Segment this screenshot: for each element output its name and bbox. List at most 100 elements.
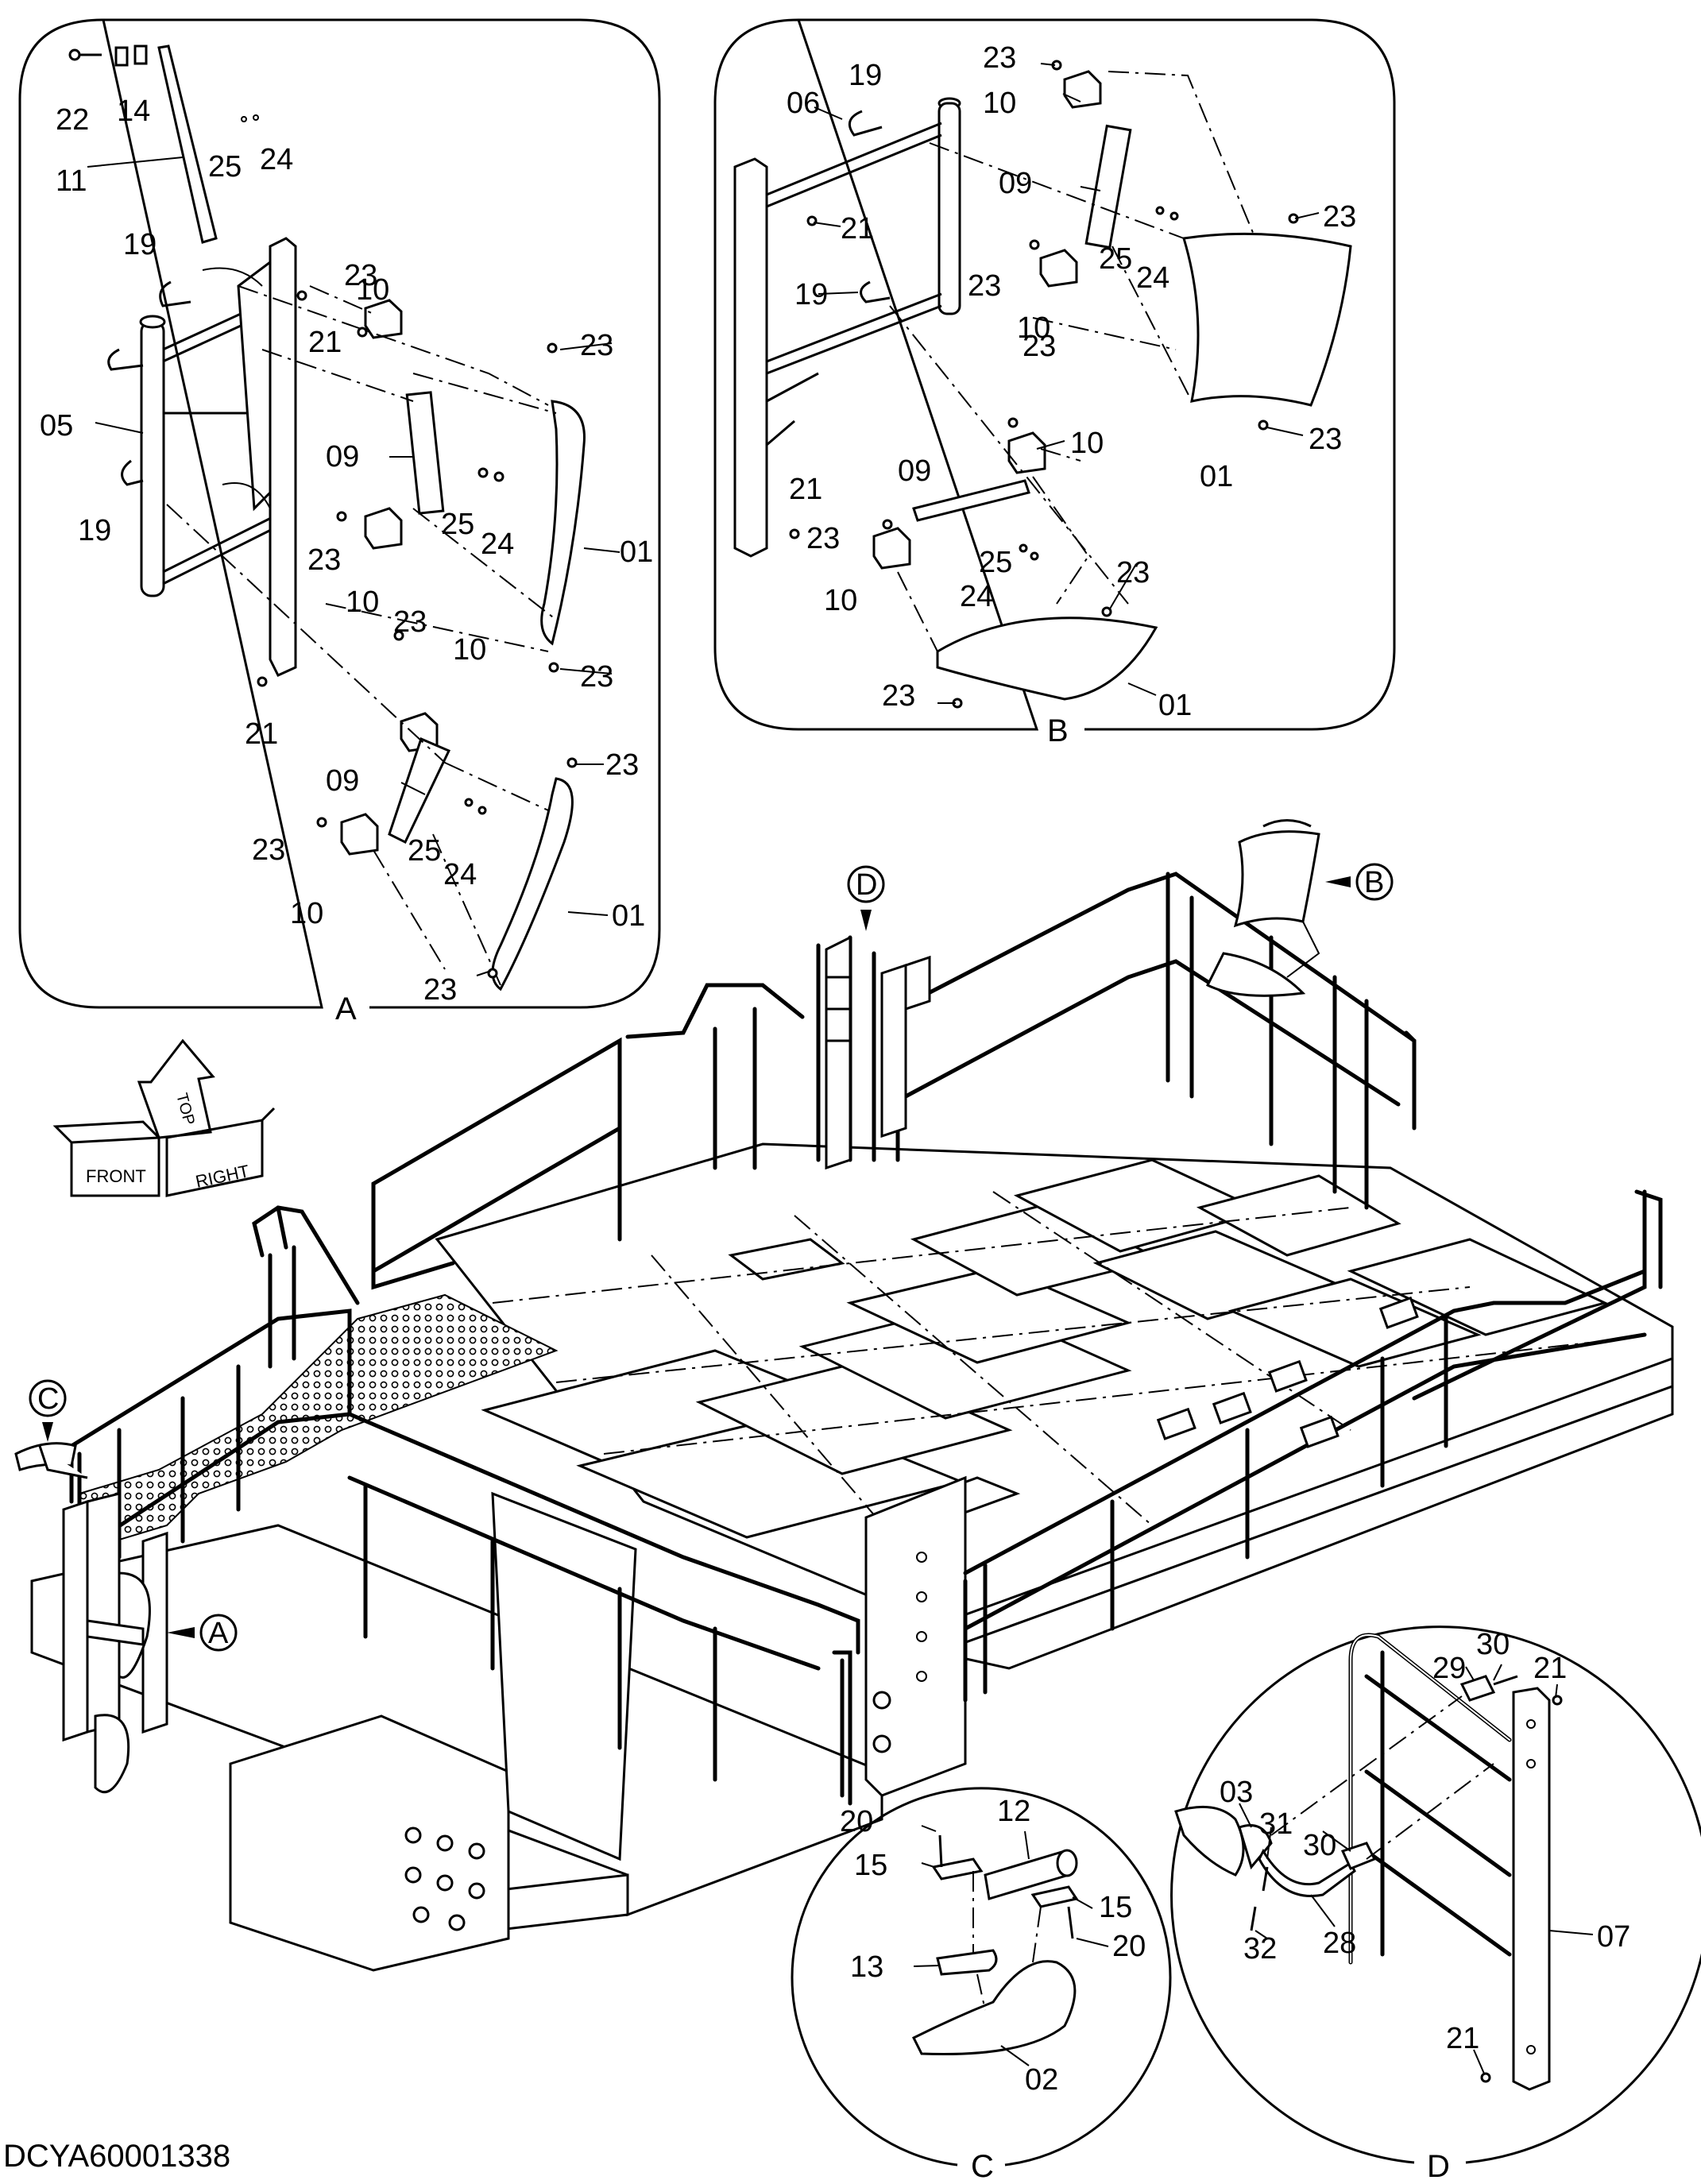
- label-b-23-mirror-bottom: 23: [1309, 423, 1342, 456]
- label-b-19-top: 19: [849, 59, 882, 92]
- pin-22: [68, 48, 102, 61]
- callout-d-letter: D: [856, 868, 877, 902]
- label-c-13: 13: [850, 1950, 883, 1984]
- label-b-25-lower: 25: [979, 546, 1012, 579]
- label-b-09-upper: 09: [999, 167, 1032, 200]
- label-23-mirror-bottom: 23: [580, 660, 613, 694]
- label-b-23-top: 23: [983, 41, 1016, 75]
- deck-plates: [481, 1158, 1609, 1539]
- label-23-lower-bracket: 23: [393, 605, 427, 639]
- document-code: DCYA60001338: [3, 2139, 231, 2174]
- bracket-10-b-top: [1063, 70, 1102, 109]
- hinge-09-b-lower: [912, 479, 1030, 522]
- label-b-23-mirror-top: 23: [1323, 200, 1356, 234]
- label-19-top: 19: [123, 228, 157, 261]
- column-holes: [872, 1552, 927, 1753]
- orientation-top-label: TOP: [172, 1092, 198, 1127]
- label-23-mirror-top: 23: [580, 329, 613, 362]
- label-c-12: 12: [997, 1795, 1030, 1828]
- detail-view-a: A: [18, 18, 661, 1026]
- label-c-20-top: 20: [840, 1805, 873, 1838]
- label-b-24-lower: 24: [960, 580, 993, 613]
- label-01-upper: 01: [620, 535, 653, 569]
- u-bolt-19b: [107, 348, 144, 371]
- callout-d[interactable]: D: [847, 865, 885, 931]
- label-b-21-lower: 21: [789, 473, 822, 506]
- label-23-upper: 23: [344, 259, 377, 292]
- detail-view-b: B: [713, 18, 1396, 748]
- label-23-bottom: 23: [423, 973, 457, 1007]
- bracket-13: [936, 1949, 998, 1976]
- hinge-09a: [405, 391, 445, 515]
- u-bolt-19a: [159, 280, 191, 307]
- mirror-01-b-upper: [1182, 232, 1352, 407]
- label-c-02: 02: [1025, 2063, 1058, 2097]
- label-b-19-mid: 19: [794, 278, 828, 311]
- clips-14: [114, 44, 148, 67]
- label-10-middle: 10: [346, 586, 379, 619]
- bracket-10d: [340, 813, 379, 856]
- label-b-23-left: 23: [806, 522, 840, 555]
- callout-b[interactable]: B: [1325, 863, 1394, 901]
- mirror-03: [1174, 1805, 1245, 1877]
- platform-assembly: [14, 819, 1674, 1972]
- label-24-lower: 24: [443, 858, 477, 891]
- screws-view-a: [241, 114, 578, 979]
- label-c-15-right: 15: [1099, 1891, 1132, 1924]
- hinge-09-b-upper: [1084, 124, 1132, 249]
- label-09-lower: 09: [326, 764, 359, 798]
- label-21-upper: 21: [308, 326, 342, 359]
- label-b-01-upper: 01: [1200, 460, 1233, 493]
- callout-a[interactable]: A: [167, 1614, 238, 1652]
- label-b-24-upper: 24: [1136, 261, 1169, 295]
- label-05: 05: [40, 409, 73, 443]
- label-d-29: 29: [1432, 1652, 1466, 1685]
- bracket-10-b-mid: [1039, 249, 1078, 288]
- orientation-right-label: RIGHT: [194, 1161, 251, 1192]
- label-b-23-lower-mirror: 23: [1116, 556, 1150, 589]
- label-22: 22: [56, 103, 89, 137]
- bracket-10a: [364, 299, 403, 339]
- label-b-25-upper: 25: [1099, 242, 1132, 276]
- label-c-15-left: 15: [854, 1849, 887, 1882]
- label-10-lower-top: 10: [453, 633, 486, 667]
- label-10-bottom: 10: [290, 897, 323, 930]
- handrail-frame-07: [1348, 1633, 1551, 2091]
- label-11: 11: [56, 164, 87, 198]
- bracket-10b: [364, 507, 403, 550]
- label-23-lower-mirror-top: 23: [605, 748, 639, 782]
- clamp-15b: [1030, 1885, 1079, 1908]
- label-25-top: 25: [208, 150, 242, 184]
- bracket-10-b-lower: [1007, 431, 1046, 474]
- handrail-frame-05: [139, 237, 297, 677]
- mirror-02: [911, 1960, 1077, 2056]
- label-d-21-top: 21: [1533, 1652, 1567, 1685]
- rear-gate-ladder: [825, 935, 931, 1170]
- rear-mirror: [1205, 819, 1320, 997]
- label-d-30-top: 30: [1476, 1628, 1510, 1661]
- u-bolt-19-b-mid: [860, 280, 891, 303]
- leaders-view-a: [87, 157, 620, 976]
- control-knobs: [404, 1826, 485, 1931]
- label-19-lower: 19: [78, 514, 111, 547]
- left-mirror-bracket: [14, 1442, 88, 1479]
- bracket-10-b-bottom: [872, 527, 911, 570]
- arm-11: [157, 44, 218, 244]
- label-d-32: 32: [1243, 1932, 1277, 1966]
- clamp-30b: [1340, 1842, 1377, 1870]
- control-box: [229, 1714, 510, 1972]
- label-b-01-lower: 01: [1158, 689, 1192, 722]
- label-25-upper: 25: [441, 508, 474, 541]
- mirror-01-b-lower: [936, 617, 1158, 701]
- deck-hinges: [1156, 1296, 1419, 1448]
- view-d-caption: D: [1427, 2149, 1450, 2184]
- label-c-20-right: 20: [1112, 1930, 1146, 1963]
- label-d-21-bottom: 21: [1446, 2022, 1479, 2055]
- label-b-23-bracket: 23: [968, 269, 1001, 303]
- clamp-15a: [931, 1857, 984, 1881]
- hinge-09b: [388, 736, 451, 845]
- leaders-view-b: [813, 63, 1320, 704]
- callout-c[interactable]: C: [29, 1379, 67, 1442]
- orientation-marker: FRONT TOP RIGHT: [52, 1038, 276, 1197]
